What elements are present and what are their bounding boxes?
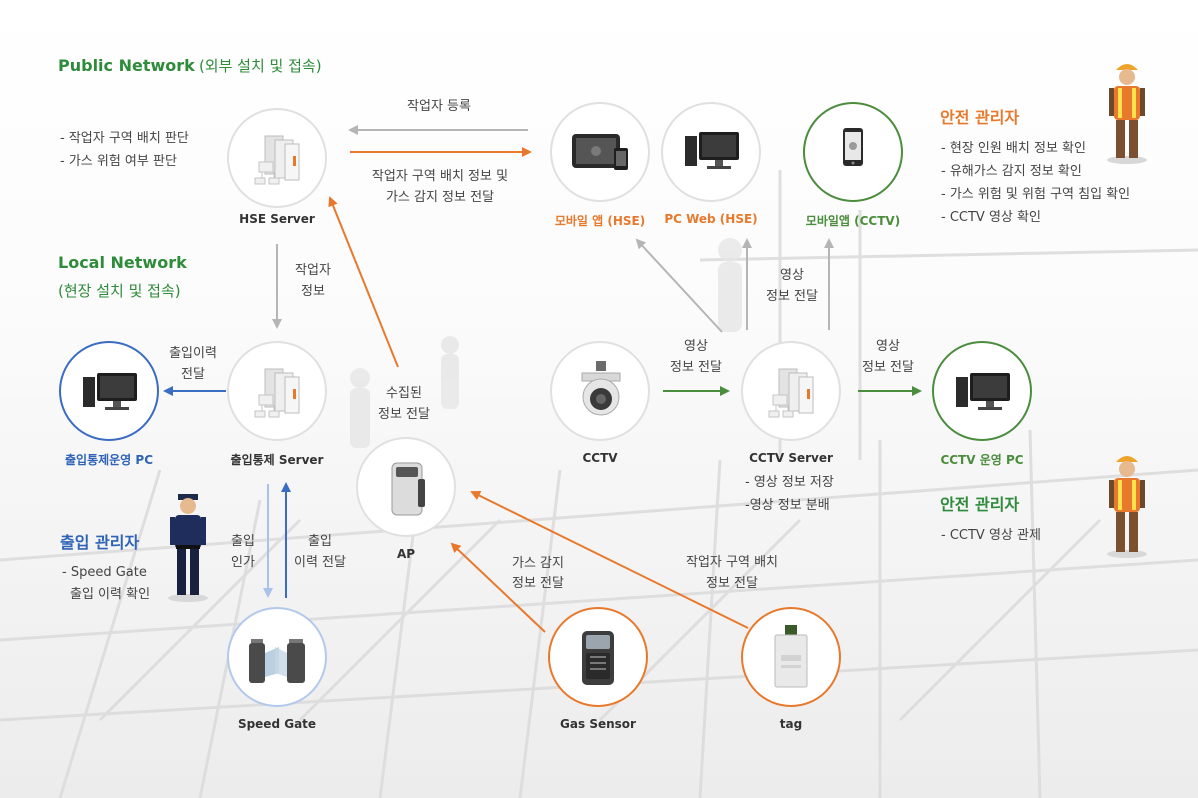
edge-label-collected-1: 수집된 bbox=[386, 386, 422, 401]
edge-label-cctvpc-video-2: 정보 전달 bbox=[862, 360, 914, 375]
access-manager-title: 출입 관리자 bbox=[60, 533, 140, 552]
pcweb-hse-label: PC Web (HSE) bbox=[664, 212, 758, 226]
access-point-icon bbox=[391, 462, 425, 516]
cctv-server-node[interactable] bbox=[741, 341, 841, 441]
speed-gate-label: Speed Gate bbox=[237, 717, 317, 731]
edge-label-zone-gas-2: 가스 감지 정보 전달 bbox=[385, 190, 495, 205]
edge-label-zone-gas-1: 작업자 구역 배치 정보 및 bbox=[371, 169, 509, 184]
cctv-node[interactable] bbox=[550, 341, 650, 441]
edge-label-tag-2: 정보 전달 bbox=[706, 576, 758, 591]
safety-manager-2-item: - CCTV 영상 관제 bbox=[941, 528, 1041, 543]
local-network-subtitle: (현장 설치 및 접속) bbox=[58, 282, 181, 300]
cctv-pc-node[interactable] bbox=[932, 341, 1032, 441]
edge-label-cctvpc-video-1: 영상 bbox=[876, 339, 900, 354]
local-network-title: Local Network bbox=[58, 253, 187, 272]
public-network-subtitle: (외부 설치 및 접속) bbox=[198, 57, 322, 75]
safety-manager-1-item: - 유해가스 감지 정보 확인 bbox=[941, 164, 1082, 179]
tablet-phone-icon bbox=[572, 134, 628, 170]
server-icon bbox=[768, 368, 814, 418]
safety-manager-2-title: 안전 관리자 bbox=[940, 495, 1020, 514]
arrow-gas-info bbox=[450, 542, 546, 633]
edge-label-gas-2: 정보 전달 bbox=[512, 576, 564, 591]
edge-label-gas-1: 가스 감지 bbox=[512, 556, 564, 571]
tag-node[interactable] bbox=[741, 607, 841, 707]
hse-server-node[interactable] bbox=[227, 108, 327, 208]
gas-sensor-node[interactable] bbox=[548, 607, 648, 707]
server-icon bbox=[254, 135, 300, 185]
edge-label-entry-allow-2: 인가 bbox=[231, 555, 255, 570]
safety-manager-1-item: - CCTV 영상 확인 bbox=[941, 210, 1041, 225]
access-manager-line2: 출입 이력 확인 bbox=[70, 587, 151, 602]
edge-label-worker-info-1: 작업자 bbox=[295, 263, 331, 278]
safety-manager-1-item: - 가스 위험 및 위험 구역 침입 확인 bbox=[941, 187, 1131, 202]
ap-label: AP bbox=[396, 547, 416, 561]
mobile-hse-label: 모바일 앱 (HSE) bbox=[554, 214, 646, 228]
cctv-server-note: - 영상 정보 저장 bbox=[745, 475, 834, 490]
access-manager-line1: - Speed Gate bbox=[62, 565, 147, 580]
desktop-pc-icon bbox=[685, 132, 739, 169]
edge-label-tag-1: 작업자 구역 배치 bbox=[686, 555, 778, 570]
access-server-label: 출입통제 Server bbox=[230, 453, 324, 467]
edge-label-cctv-video-2: 정보 전달 bbox=[670, 360, 722, 375]
cctv-server-label: CCTV Server bbox=[749, 451, 833, 465]
edge-label-entry-hist-2: 이력 전달 bbox=[294, 555, 346, 570]
edge-label-worker-register: 작업자 등록 bbox=[407, 99, 471, 114]
hse-note: - 작업자 구역 배치 판단 bbox=[60, 131, 189, 146]
gas-sensor-label: Gas Sensor bbox=[560, 717, 636, 731]
arrow-tag-info bbox=[470, 491, 749, 629]
public-network-heading: Public Network (외부 설치 및 접속) bbox=[58, 55, 322, 79]
public-network-title: Public Network bbox=[58, 56, 195, 75]
access-server-node[interactable] bbox=[227, 341, 327, 441]
cctv-server-note: -영상 정보 분배 bbox=[745, 498, 830, 513]
mobile-hse-node[interactable] bbox=[550, 102, 650, 202]
mobile-cctv-label: 모바일앱 (CCTV) bbox=[805, 214, 901, 228]
safety-manager-1-list: - 현장 인원 배치 정보 확인 - 유해가스 감지 정보 확인 - 가스 위험… bbox=[941, 137, 1130, 229]
hse-server-label: HSE Server bbox=[239, 212, 315, 226]
access-pc-label: 출입통제운영 PC bbox=[64, 453, 154, 467]
tag-icon bbox=[774, 625, 808, 688]
edge-label-access-history-2: 전달 bbox=[181, 367, 205, 382]
speed-gate-icon bbox=[249, 639, 305, 683]
cctv-camera-icon bbox=[581, 361, 621, 416]
safety-manager-1-title: 안전 관리자 bbox=[940, 108, 1020, 127]
construction-worker-icon bbox=[1107, 456, 1147, 558]
tag-label: tag bbox=[779, 717, 803, 731]
safety-manager-2-list: - CCTV 영상 관제 bbox=[941, 524, 1041, 547]
access-pc-node[interactable] bbox=[59, 341, 159, 441]
hse-server-notes: - 작업자 구역 배치 판단 - 가스 위험 여부 판단 bbox=[60, 127, 189, 173]
edge-label-worker-info-2: 정보 bbox=[301, 284, 325, 299]
smartphone-icon bbox=[843, 128, 863, 166]
speed-gate-node[interactable] bbox=[227, 607, 327, 707]
cctv-pc-label: CCTV 운영 PC bbox=[940, 453, 1024, 467]
arrow-video-mobile-hse bbox=[635, 238, 723, 333]
safety-manager-1-item: - 현장 인원 배치 정보 확인 bbox=[941, 141, 1086, 156]
cctv-server-notes: - 영상 정보 저장 -영상 정보 분배 bbox=[745, 471, 834, 517]
edge-label-cctv-video-1: 영상 bbox=[684, 339, 708, 354]
edge-label-entry-allow-1: 출입 bbox=[231, 534, 255, 549]
edge-label-video-up-1: 영상 bbox=[780, 268, 804, 283]
desktop-pc-icon bbox=[956, 373, 1010, 410]
edge-label-video-up-2: 정보 전달 bbox=[766, 289, 818, 304]
edge-label-entry-hist-1: 출입 bbox=[308, 534, 332, 549]
gas-sensor-icon bbox=[582, 631, 614, 685]
mobile-cctv-node[interactable] bbox=[803, 102, 903, 202]
hse-note: - 가스 위험 여부 판단 bbox=[60, 154, 177, 169]
construction-worker-icon bbox=[1107, 64, 1147, 164]
security-guard-icon bbox=[168, 494, 208, 602]
server-icon bbox=[254, 368, 300, 418]
edge-label-access-history-1: 출입이력 bbox=[169, 346, 217, 361]
arrow-collected-info bbox=[328, 196, 399, 368]
edge-label-collected-2: 정보 전달 bbox=[378, 407, 430, 422]
ap-node[interactable] bbox=[356, 437, 456, 537]
pcweb-hse-node[interactable] bbox=[661, 102, 761, 202]
cctv-label: CCTV bbox=[582, 451, 618, 465]
desktop-pc-icon bbox=[83, 373, 137, 410]
